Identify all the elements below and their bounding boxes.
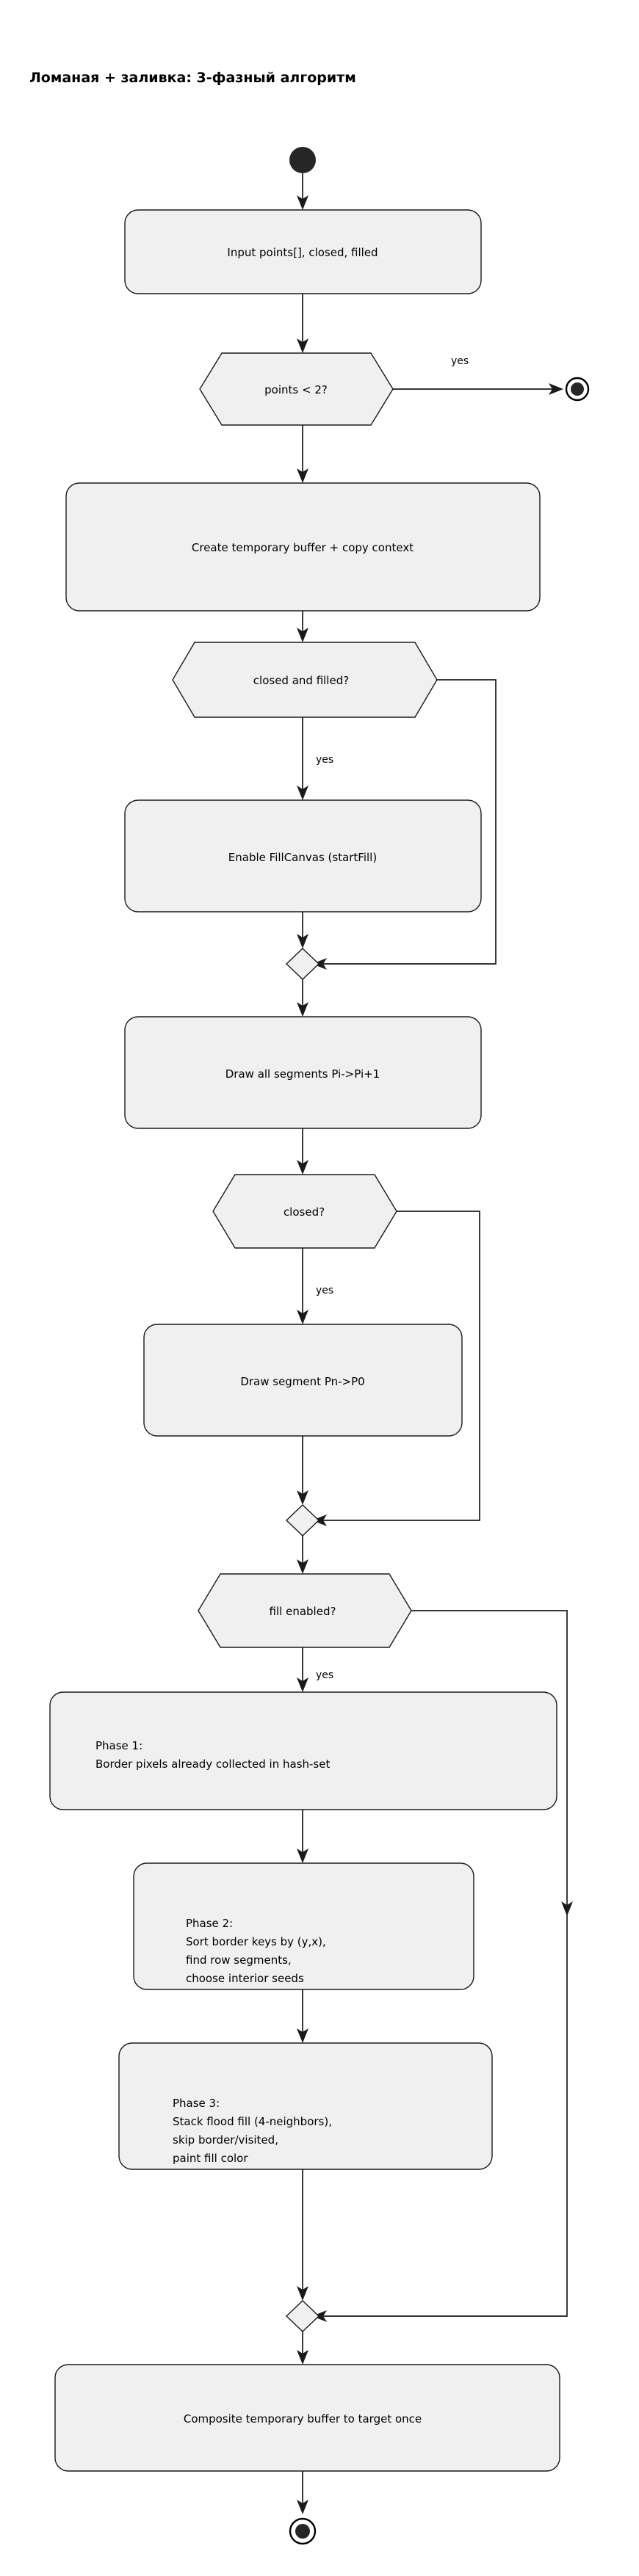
edge-label-closed-yes: yes: [316, 1285, 333, 1296]
edge-fill-enabled-yes: yes: [297, 1647, 333, 1692]
edge-start-to-input: [297, 173, 308, 210]
edge-phase1-to-phase2: [297, 1810, 308, 1863]
node-phase3-line-4: paint fill color: [173, 2152, 248, 2165]
edge-label-points-lt-2-yes: yes: [451, 355, 469, 367]
node-phase1-line-1: Phase 1:: [95, 1739, 142, 1752]
node-phase1-line-2: Border pixels already collected in hash-…: [95, 1757, 330, 1771]
edge-phase2-to-phase3: [297, 1989, 308, 2043]
node-enable-fillcanvas-label: Enable FillCanvas (startFill): [228, 851, 377, 864]
edge-merge2-to-fill-enabled: [297, 1536, 308, 1574]
node-fill-enabled[interactable]: fill enabled?: [198, 1573, 412, 1648]
edge-create-buffer-to-closed-filled: [297, 611, 308, 642]
node-phase3-line-1: Phase 3:: [173, 2097, 220, 2110]
node-phase3[interactable]: Phase 3: Stack flood fill (4-neighbors),…: [118, 2042, 493, 2170]
node-closed-and-filled[interactable]: closed and filled?: [172, 642, 438, 718]
node-closed[interactable]: closed?: [212, 1174, 397, 1249]
node-phase1[interactable]: Phase 1: Border pixels already collected…: [49, 1691, 557, 1810]
node-phase2-line-4: choose interior seeds: [186, 1972, 304, 1985]
node-phase2-line-3: find row segments,: [186, 1953, 292, 1967]
node-closed-label: closed?: [284, 1205, 325, 1219]
node-enable-fillcanvas[interactable]: Enable FillCanvas (startFill): [124, 799, 482, 913]
node-phase2[interactable]: Phase 2: Sort border keys by (y,x), find…: [133, 1862, 474, 1990]
merge-node-3: [285, 2300, 320, 2332]
node-input[interactable]: Input points[], closed, filled: [124, 209, 482, 294]
node-phase2-line-2: Sort border keys by (y,x),: [186, 1935, 326, 1948]
node-draw-closing-segment[interactable]: Draw segment Pn->P0: [143, 1324, 463, 1437]
edge-closed-yes: yes: [297, 1248, 333, 1324]
initial-node-start: [289, 147, 316, 173]
edge-draw-segments-to-closed: [297, 1128, 308, 1175]
node-points-lt-2[interactable]: points < 2?: [199, 352, 394, 426]
final-node-end: [289, 2517, 317, 2545]
page-title: Ломаная + заливка: 3-фазный алгоритм: [29, 70, 356, 86]
edge-points-lt-2-to-create-buffer: [297, 425, 308, 483]
edge-points-lt-2-yes: yes: [393, 355, 563, 395]
node-points-lt-2-label: points < 2?: [264, 383, 328, 396]
node-create-buffer[interactable]: Create temporary buffer + copy context: [65, 482, 541, 612]
merge-node-1: [285, 948, 320, 980]
edge-draw-closing-to-merge2: [297, 1436, 308, 1505]
node-draw-segments-label: Draw all segments Pi->Pi+1: [225, 1067, 380, 1081]
edge-label-fill-enabled-yes: yes: [316, 1669, 333, 1681]
node-phase3-line-3: skip border/visited,: [173, 2133, 278, 2147]
edge-merge3-to-composite: [297, 2332, 308, 2365]
edge-merge1-to-draw-segments: [297, 979, 308, 1017]
node-closed-and-filled-label: closed and filled?: [253, 674, 349, 687]
node-draw-segments[interactable]: Draw all segments Pi->Pi+1: [124, 1016, 482, 1129]
edge-enable-fillcanvas-to-merge1: [297, 912, 308, 948]
edge-phase3-to-merge3: [297, 2169, 308, 2301]
node-create-buffer-label: Create temporary buffer + copy context: [192, 541, 414, 554]
node-phase3-line-2: Stack flood fill (4-neighbors),: [173, 2115, 332, 2128]
edge-input-to-points-check: [297, 294, 308, 353]
final-node-early-exit: [565, 377, 590, 402]
merge-node-2: [285, 1504, 320, 1536]
edge-closed-filled-yes: yes: [297, 717, 333, 800]
edge-composite-to-final: [297, 2471, 308, 2514]
node-composite-label: Composite temporary buffer to target onc…: [184, 2412, 422, 2426]
node-fill-enabled-label: fill enabled?: [270, 1605, 336, 1618]
node-input-label: Input points[], closed, filled: [227, 246, 378, 259]
node-draw-closing-segment-label: Draw segment Pn->P0: [240, 1375, 364, 1388]
node-composite[interactable]: Composite temporary buffer to target onc…: [54, 2364, 560, 2472]
node-phase2-line-1: Phase 2:: [186, 1917, 233, 1930]
edge-label-closed-filled-yes: yes: [316, 754, 333, 766]
